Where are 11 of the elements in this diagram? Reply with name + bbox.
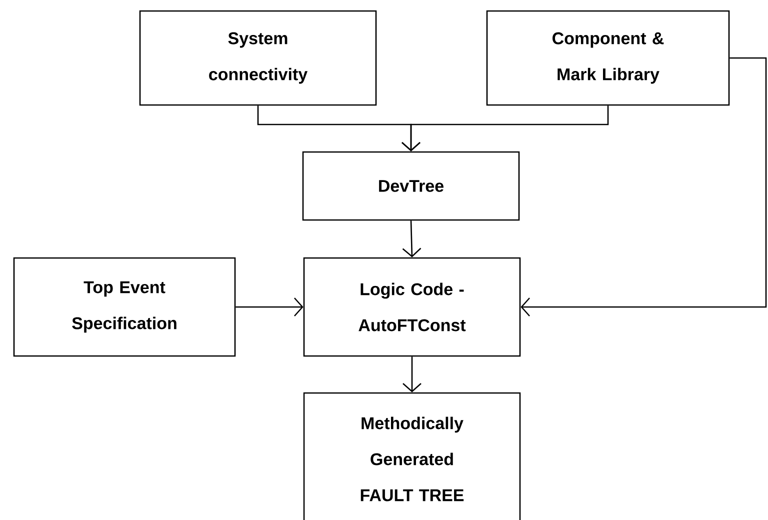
arrow — [402, 106, 609, 152]
process-box: System connectivity — [139, 10, 377, 106]
process-box: Top Event Specification — [13, 257, 236, 357]
process-box: Logic Code - AutoFTConst — [303, 257, 521, 357]
arrow — [402, 356, 422, 392]
process-box: Component & Mark Library — [486, 10, 730, 106]
arrow — [520, 57, 767, 316]
arrow — [236, 298, 304, 316]
process-box: DevTree — [302, 151, 520, 221]
process-box: Methodically Generated FAULT TREE — [303, 392, 521, 520]
arrow — [402, 220, 422, 258]
